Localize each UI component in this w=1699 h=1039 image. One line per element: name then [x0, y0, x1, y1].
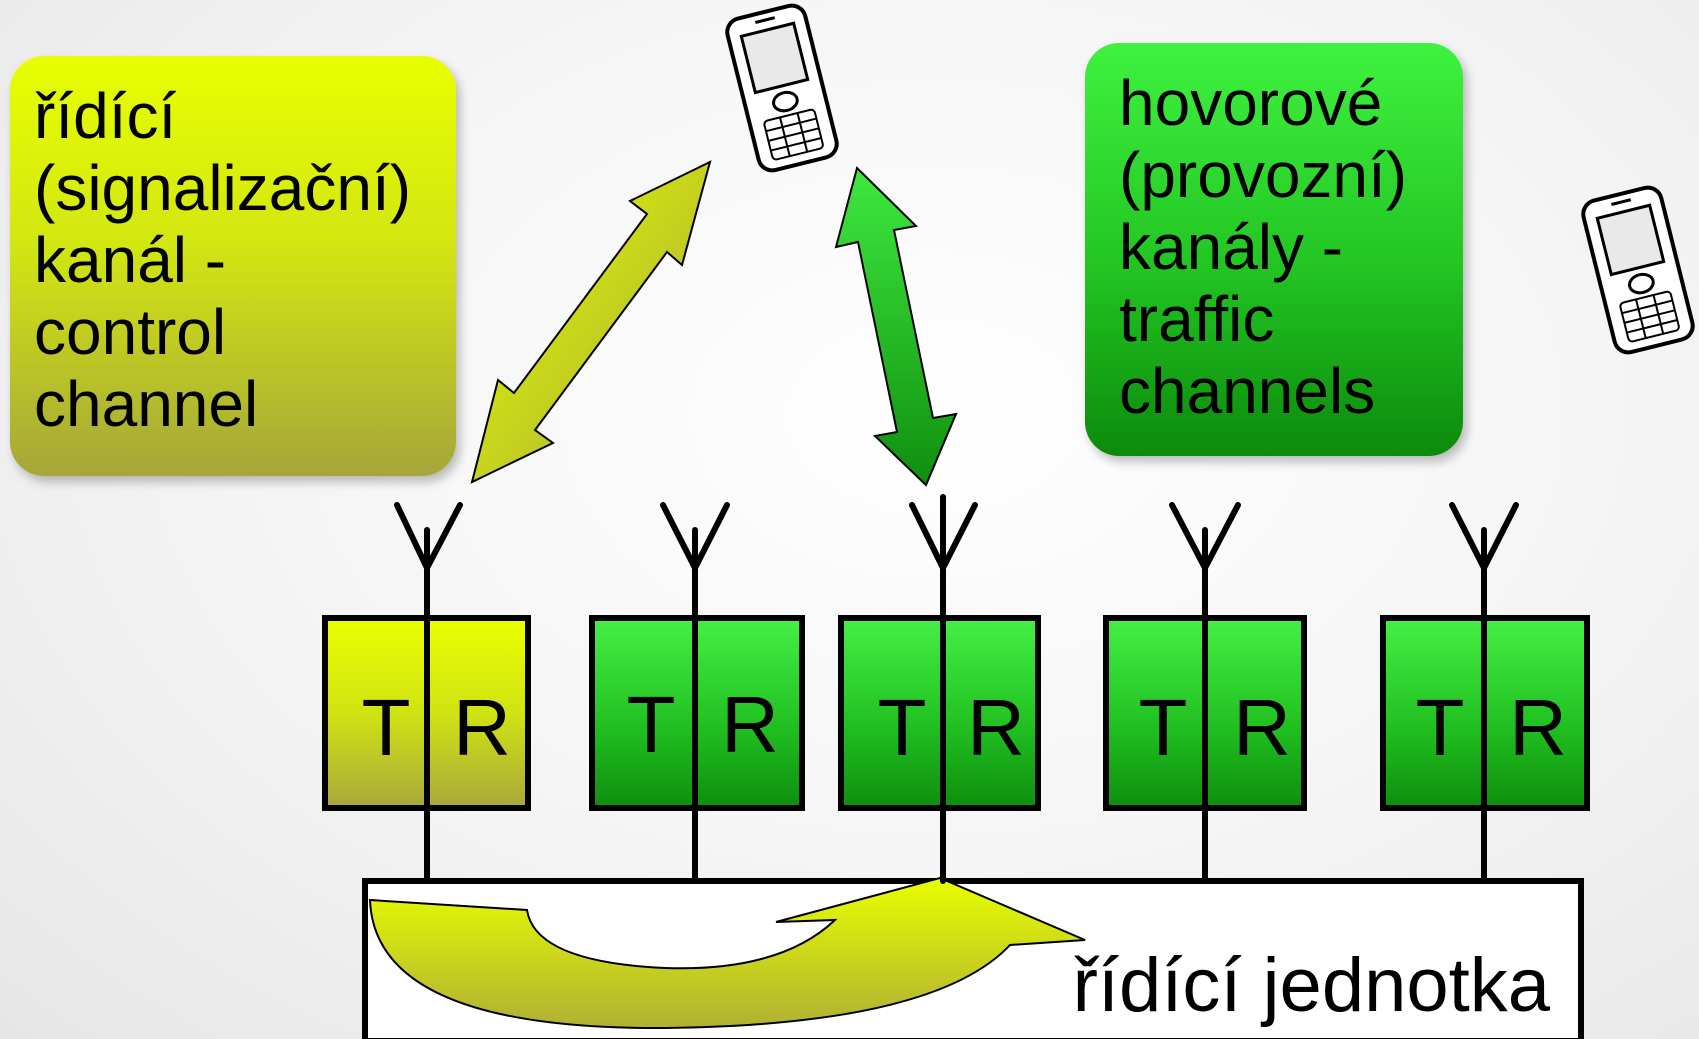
transmitter-label: T — [627, 680, 676, 769]
control-unit-label: řídící jednotka — [1073, 943, 1551, 1028]
antenna-icon — [1169, 502, 1241, 884]
traffic-channels-box: hovorové (provozní) kanály - traffic cha… — [1085, 43, 1463, 456]
traffic-link-arrow — [834, 166, 958, 487]
control-link-arrow — [470, 160, 712, 484]
mobile-phone-icon — [725, 3, 839, 173]
receiver-label: R — [721, 680, 779, 769]
receiver-label: R — [1509, 683, 1567, 772]
receiver-label: R — [967, 683, 1025, 772]
traffic-line-1: hovorové — [1119, 67, 1383, 139]
antenna-icon — [909, 494, 978, 884]
antenna-icon — [660, 502, 730, 884]
control-line-2: (signalizační) — [34, 152, 412, 224]
antenna-icon — [1449, 502, 1519, 884]
traffic-line-4: traffic — [1119, 283, 1275, 355]
traffic-line-2: (provozní) — [1119, 139, 1408, 211]
control-line-1: řídící — [34, 80, 177, 152]
transmitter-label: T — [1139, 683, 1188, 772]
control-line-3: kanál - — [34, 224, 227, 296]
mobile-phone-icon — [1581, 185, 1695, 355]
receiver-label: R — [1233, 683, 1291, 772]
traffic-line-3: kanály - — [1119, 211, 1344, 283]
control-channel-box: řídící (signalizační) kanál - control ch… — [10, 56, 456, 476]
control-line-5: channel — [34, 368, 259, 440]
control-line-4: control — [34, 296, 227, 368]
transmitter-label: T — [1416, 683, 1465, 772]
transmitter-label: T — [362, 683, 411, 772]
antenna-icon — [394, 502, 463, 884]
receiver-label: R — [453, 683, 511, 772]
transceiver-3: T R — [838, 615, 1041, 811]
traffic-line-5: channels — [1119, 355, 1376, 427]
handover-arrow — [368, 876, 1086, 1030]
transmitter-label: T — [878, 683, 927, 772]
